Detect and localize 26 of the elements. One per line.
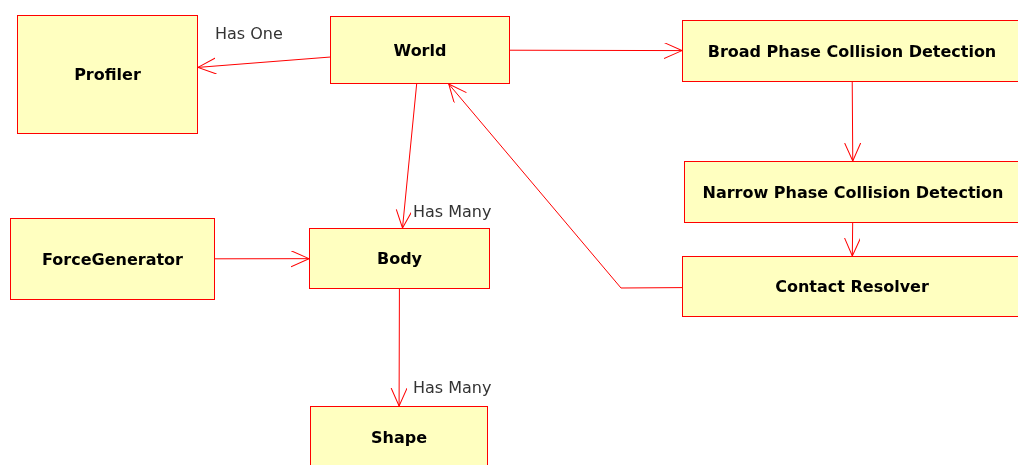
class-box	[309, 228, 490, 289]
arrow	[509, 42, 683, 60]
arrow	[214, 250, 310, 268]
class-name: ForceGenerator	[42, 249, 183, 269]
edge-label: Has Many	[411, 378, 494, 397]
class-box	[684, 161, 1018, 223]
class-name: Profiler	[74, 65, 141, 84]
class-box	[17, 15, 198, 134]
class-name: Narrow Phase Collision Detection	[702, 182, 1004, 202]
arrow	[844, 81, 862, 162]
class-box	[682, 20, 1018, 82]
class-box	[310, 406, 488, 465]
edge-label: Has Many	[411, 202, 494, 221]
arrow	[197, 56, 331, 75]
arrow	[844, 222, 861, 257]
class-box	[10, 218, 215, 300]
class-name: Body	[376, 249, 423, 268]
class-name: Contact Resolver	[775, 277, 929, 296]
arrow	[448, 83, 683, 289]
class-name: World	[393, 40, 447, 60]
arrow	[395, 83, 418, 229]
class-name: Shape	[371, 427, 427, 447]
arrow	[390, 288, 408, 407]
class-box	[330, 16, 510, 84]
class-box	[682, 256, 1018, 317]
class-name: Broad Phase Collision Detection	[707, 41, 997, 61]
